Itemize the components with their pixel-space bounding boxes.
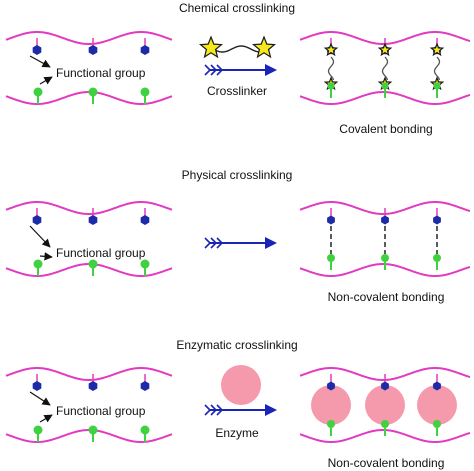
bonded-group-hexagon	[433, 381, 441, 391]
bonded-group-circle	[433, 420, 441, 428]
bonded-group-circle	[381, 420, 389, 428]
functional-group-label-physical: Functional group	[56, 246, 146, 260]
panel-title-enzymatic: Enzymatic crosslinking	[176, 338, 297, 352]
crosslinker-star-right	[251, 35, 277, 59]
functional-group-circle	[140, 259, 150, 269]
left-top-strand	[5, 201, 173, 215]
bonded-group-hexagon	[327, 381, 335, 391]
functional-group-circle	[33, 425, 43, 435]
bonded-star-top	[377, 42, 393, 57]
functional-group-circle	[33, 87, 43, 97]
functional-group-hexagon	[32, 215, 42, 225]
non-covalent-bonding-label-enzymatic: Non-covalent bonding	[328, 456, 445, 470]
bonded-star-top	[323, 42, 339, 57]
bonded-group-circle	[381, 254, 389, 262]
bonded-star-top	[429, 42, 445, 57]
pointer-arrow-top	[29, 55, 51, 68]
panel-title-chemical: Chemical crosslinking	[179, 1, 295, 15]
functional-group-circle	[88, 87, 98, 97]
functional-group-hexagon	[32, 381, 42, 391]
crosslinker-chain	[327, 56, 335, 81]
enzyme-bound-circle	[311, 385, 351, 425]
pointer-arrow-bottom	[39, 414, 53, 423]
crosslinker-chain	[433, 56, 441, 81]
functional-group-circle	[140, 425, 150, 435]
bonded-group-hexagon	[381, 381, 389, 391]
bonded-group-circle	[433, 82, 441, 90]
non-covalent-bonding-label-physical: Non-covalent bonding	[328, 290, 445, 304]
crosslinker-label: Crosslinker	[207, 84, 267, 98]
diagram-shapes	[5, 31, 471, 443]
pointer-arrow-top	[29, 225, 51, 248]
reaction-arrow-head	[265, 237, 277, 249]
pointer-arrow-bottom	[39, 76, 53, 85]
crosslinker-chain	[381, 56, 389, 81]
covalent-bonding-label: Covalent bonding	[339, 122, 432, 136]
functional-group-hexagon	[88, 215, 98, 225]
left-top-strand	[5, 31, 173, 45]
functional-group-circle	[140, 87, 150, 97]
functional-group-label-chemical: Functional group	[56, 66, 146, 80]
bonded-group-circle	[381, 82, 389, 90]
pointer-arrow-top	[29, 391, 51, 406]
enzyme-circle-icon	[221, 365, 261, 405]
functional-group-circle	[33, 259, 43, 269]
enzyme-label: Enzyme	[215, 426, 259, 440]
functional-group-hexagon	[88, 381, 98, 391]
functional-group-circle	[88, 425, 98, 435]
bonded-group-circle	[327, 420, 335, 428]
functional-group-label-enzymatic: Functional group	[56, 404, 146, 418]
functional-group-hexagon	[140, 381, 150, 391]
panel-title-physical: Physical crosslinking	[182, 168, 293, 182]
crosslinker-chain-icon	[212, 45, 263, 53]
functional-group-circle	[88, 259, 98, 269]
functional-group-hexagon	[88, 45, 98, 55]
pointer-arrow-bottom	[39, 252, 53, 261]
reaction-arrow-head	[265, 404, 277, 416]
enzyme-bound-circle	[365, 385, 405, 425]
enzyme-bound-circle	[417, 385, 457, 425]
left-top-strand	[5, 367, 173, 381]
functional-group-hexagon	[140, 215, 150, 225]
bonded-group-hexagon	[381, 215, 389, 225]
crosslinker-star-left	[198, 35, 224, 59]
bonded-group-circle	[327, 82, 335, 90]
bonded-group-circle	[433, 254, 441, 262]
bonded-group-circle	[327, 254, 335, 262]
functional-group-hexagon	[140, 45, 150, 55]
bonded-group-hexagon	[433, 215, 441, 225]
functional-group-hexagon	[32, 45, 42, 55]
reaction-arrow-head	[265, 64, 277, 76]
bonded-group-hexagon	[327, 215, 335, 225]
